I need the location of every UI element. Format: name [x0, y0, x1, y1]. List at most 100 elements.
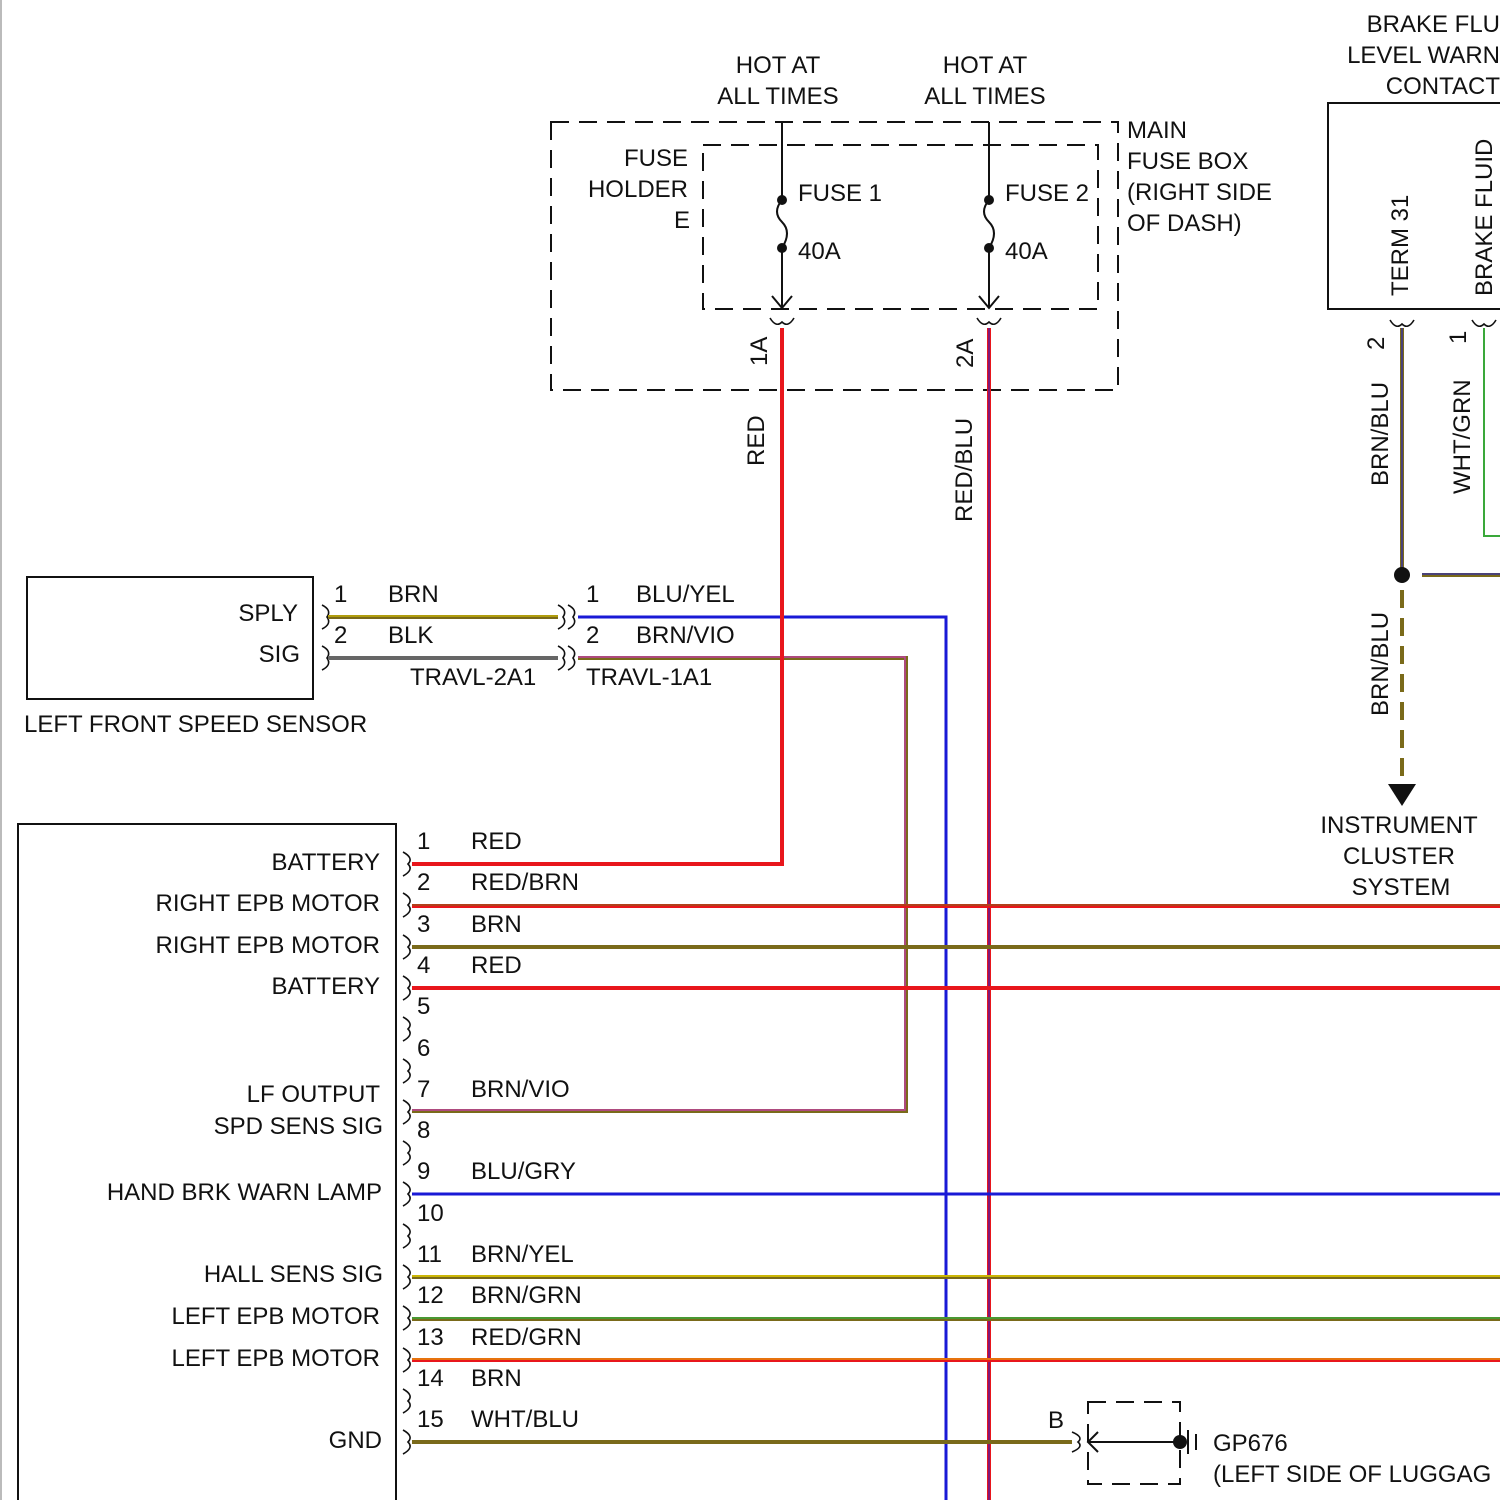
label-left-epb-2: LEFT EPB MOTOR — [172, 1345, 381, 1372]
sensor-b-pin1: 1 — [586, 581, 599, 608]
ground-location: (LEFT SIDE OF LUGGAG — [1213, 1461, 1491, 1488]
label-lf-output: LF OUTPUT — [247, 1081, 381, 1108]
fuse2-rating: 40A — [1005, 238, 1048, 265]
cluster-l2: CLUSTER — [1343, 843, 1455, 870]
cluster-arrow — [1388, 784, 1416, 806]
fuse2-name: FUSE 2 — [1005, 180, 1089, 207]
label-spd-sens: SPD SENS SIG — [214, 1113, 383, 1140]
module-pin-connector — [403, 893, 410, 917]
module-pin-connector — [403, 1265, 410, 1289]
label-battery-1: BATTERY — [272, 849, 380, 876]
module-box — [18, 824, 396, 1500]
module-pin-connector — [403, 1224, 410, 1248]
cluster-wire-label: BRN/BLU — [1367, 612, 1394, 716]
module-pin-connector — [403, 1182, 410, 1206]
label-right-epb-1: RIGHT EPB MOTOR — [156, 890, 380, 917]
module-pin-number: 5 — [417, 993, 430, 1020]
module-pin-connector — [403, 976, 410, 1000]
connector-a-id: TRAVL-2A1 — [410, 664, 536, 691]
label-hand-brk: HAND BRK WARN LAMP — [107, 1179, 382, 1206]
hot1-line1: HOT AT — [736, 52, 821, 79]
module-pin-number: 2 — [417, 869, 430, 896]
brake-wire1-label: WHT/GRN — [1449, 379, 1476, 494]
ground-pin: B — [1048, 1407, 1064, 1434]
brake-pin2: 2 — [1363, 337, 1390, 350]
label-battery-2: BATTERY — [272, 973, 380, 1000]
brake-title-l2: LEVEL WARN — [1347, 42, 1500, 69]
sensor-a-pin2: 2 — [334, 622, 347, 649]
sensor-a-pin1: 1 — [334, 581, 347, 608]
fuse1-name: FUSE 1 — [798, 180, 882, 207]
hot2-line2: ALL TIMES — [924, 83, 1045, 110]
sensor-pin-sig: SIG — [259, 641, 300, 668]
label-left-epb-1: LEFT EPB MOTOR — [172, 1303, 381, 1330]
fuse-holder-l1: FUSE — [624, 145, 688, 172]
module-pin-number: 9 — [417, 1158, 430, 1185]
sensor-a-wire2: BLK — [388, 622, 433, 649]
label-hall-sens: HALL SENS SIG — [204, 1261, 383, 1288]
inline-conn-1 — [558, 605, 575, 629]
sensor-a-wire1: BRN — [388, 581, 439, 608]
sensor-b-wire1: BLU/YEL — [636, 581, 735, 608]
sensor-pin-sply: SPLY — [238, 600, 298, 627]
label-gnd: GND — [329, 1427, 382, 1454]
module-pin-connector — [403, 1059, 410, 1083]
module-pin-connector — [403, 852, 410, 876]
sensor-b-wire2: BRN/VIO — [636, 622, 735, 649]
main-fuse-l2: FUSE BOX — [1127, 148, 1248, 175]
module-pin-wire-color: RED/GRN — [471, 1324, 582, 1351]
sensor-b-pin2: 2 — [586, 622, 599, 649]
splice-dot — [1394, 567, 1410, 583]
cluster-l1: INSTRUMENT — [1320, 812, 1478, 839]
brake-conn-2 — [1390, 320, 1414, 326]
brake-wire2-label: BRN/BLU — [1367, 382, 1394, 486]
fuse1-conn — [770, 318, 794, 324]
label-right-epb-2: RIGHT EPB MOTOR — [156, 932, 380, 959]
fuse1-symbol — [777, 200, 787, 248]
ground-connector — [1072, 1432, 1080, 1452]
fuse1-rating: 40A — [798, 238, 841, 265]
speed-sensor-box — [27, 577, 313, 699]
module-pin-number: 15 — [417, 1406, 444, 1433]
module-pin-wire-color: BRN — [471, 1365, 522, 1392]
module-pin-connector — [403, 1100, 410, 1124]
module-pin-number: 11 — [417, 1241, 442, 1268]
module-pin-connector — [403, 1389, 410, 1413]
main-fuse-l1: MAIN — [1127, 117, 1187, 144]
brake-fluid-label: BRAKE FLUID — [1471, 139, 1498, 296]
module-pin-connector — [403, 1430, 410, 1454]
connector-b-id: TRAVL-1A1 — [586, 664, 712, 691]
module-pin-wire-color: RED — [471, 952, 522, 979]
module-pin-connector — [403, 935, 410, 959]
brake-title-l1: BRAKE FLU — [1367, 11, 1500, 38]
module-pin-wire-color: RED/BRN — [471, 869, 579, 896]
brake-conn-1 — [1472, 320, 1496, 326]
hot2-line1: HOT AT — [943, 52, 1028, 79]
module-pin-wire-color: WHT/BLU — [471, 1406, 579, 1433]
module-pin-wire-color: RED — [471, 828, 522, 855]
term31-label: TERM 31 — [1387, 195, 1414, 296]
module-pin-number: 13 — [417, 1324, 444, 1351]
module-pin-connector — [403, 1141, 410, 1165]
wire-wht-grn-brake — [1484, 328, 1500, 536]
module-pin-number: 6 — [417, 1035, 430, 1062]
module-pin-connector — [403, 1348, 410, 1372]
module-pin-number: 12 — [417, 1282, 444, 1309]
hot1-line2: ALL TIMES — [717, 83, 838, 110]
module-pin-connector — [403, 1017, 410, 1041]
brake-title-l3: CONTACT — [1386, 73, 1500, 100]
module-pin-connector — [403, 1306, 410, 1330]
ground-name: GP676 — [1213, 1430, 1288, 1457]
module-pin-number: 1 — [417, 828, 430, 855]
sensor-conn-2 — [322, 646, 329, 670]
wire-label-red-blu: RED/BLU — [951, 418, 978, 522]
ground-dot — [1173, 1435, 1187, 1449]
module-pin-wire-color: BRN/GRN — [471, 1282, 582, 1309]
fuse2-conn — [977, 318, 1001, 324]
module-pin-number: 8 — [417, 1117, 430, 1144]
module-pin-number: 3 — [417, 911, 430, 938]
brake-pin1: 1 — [1445, 331, 1472, 344]
fuse-holder-outline — [703, 145, 1098, 309]
main-fuse-l4: OF DASH) — [1127, 210, 1242, 237]
